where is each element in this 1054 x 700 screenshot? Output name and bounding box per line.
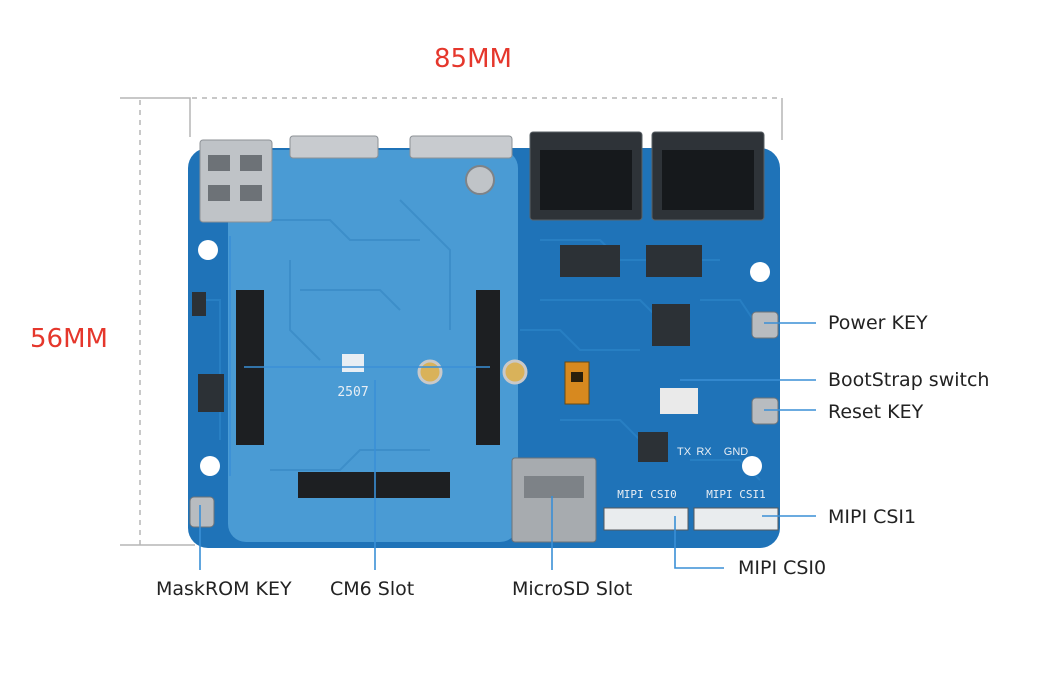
cm6-connector-bottom [298,472,450,498]
height-dimension-label: 56MM [30,324,108,354]
mipi-csi0-label: MIPI CSI0 [738,557,827,579]
maskrom-key-label: MaskROM KEY [156,578,292,600]
bootstrap-switch [564,361,590,405]
power-key-button [751,311,779,339]
height-guide-top [120,97,191,137]
cm6-slot-label: CM6 Slot [330,578,415,600]
bootstrap-switch-label: BootStrap switch [828,369,990,391]
power-key-label: Power KEY [828,312,928,334]
reset-key-button [751,397,779,425]
silk-tx: TX [677,446,692,458]
width-dimension-label: 85MM [434,44,512,74]
mount-hole [742,456,762,476]
mipi-csi0-leader [674,516,724,569]
module-traces [260,199,451,471]
leader-lines [199,236,816,570]
microsd-slot-label: MicroSD Slot [512,578,633,600]
mount-hole [200,456,220,476]
maskrom-key-button [189,496,215,528]
module-standoff [502,359,528,385]
mount-hole [750,262,770,282]
csi0-silk-label: MIPI CSI0 [617,488,677,501]
cm6-module-area [228,150,518,542]
usb-port-1 [289,135,379,159]
usb-port-2 [409,135,513,159]
pcb-board: 2507 MIPI CSI0 MIPI CSI1 TX RX GND [188,131,780,548]
mipi-csi0-connector [603,507,689,531]
mipi-csi1-label: MIPI CSI1 [828,506,917,528]
mipi-csi1-connector [693,507,779,531]
module-standoff [417,359,443,385]
left-ic [198,374,224,412]
csi1-silk-label: MIPI CSI1 [706,488,766,501]
silk-gnd: GND [724,446,749,458]
microsd-slot [511,457,597,543]
silk-chip-icon [342,354,364,372]
silk-chip-label: 2507 [337,385,368,400]
reset-key-label: Reset KEY [828,401,924,423]
mounting-screw [465,165,495,195]
ethernet-port [199,139,273,223]
silk-rx: RX [696,446,712,458]
dimension-guides [120,97,783,546]
uart-ic [638,432,668,462]
usb-hub-ic [652,304,690,346]
led-module [660,388,698,414]
mount-hole [198,240,218,260]
right-ic-array [192,245,702,462]
